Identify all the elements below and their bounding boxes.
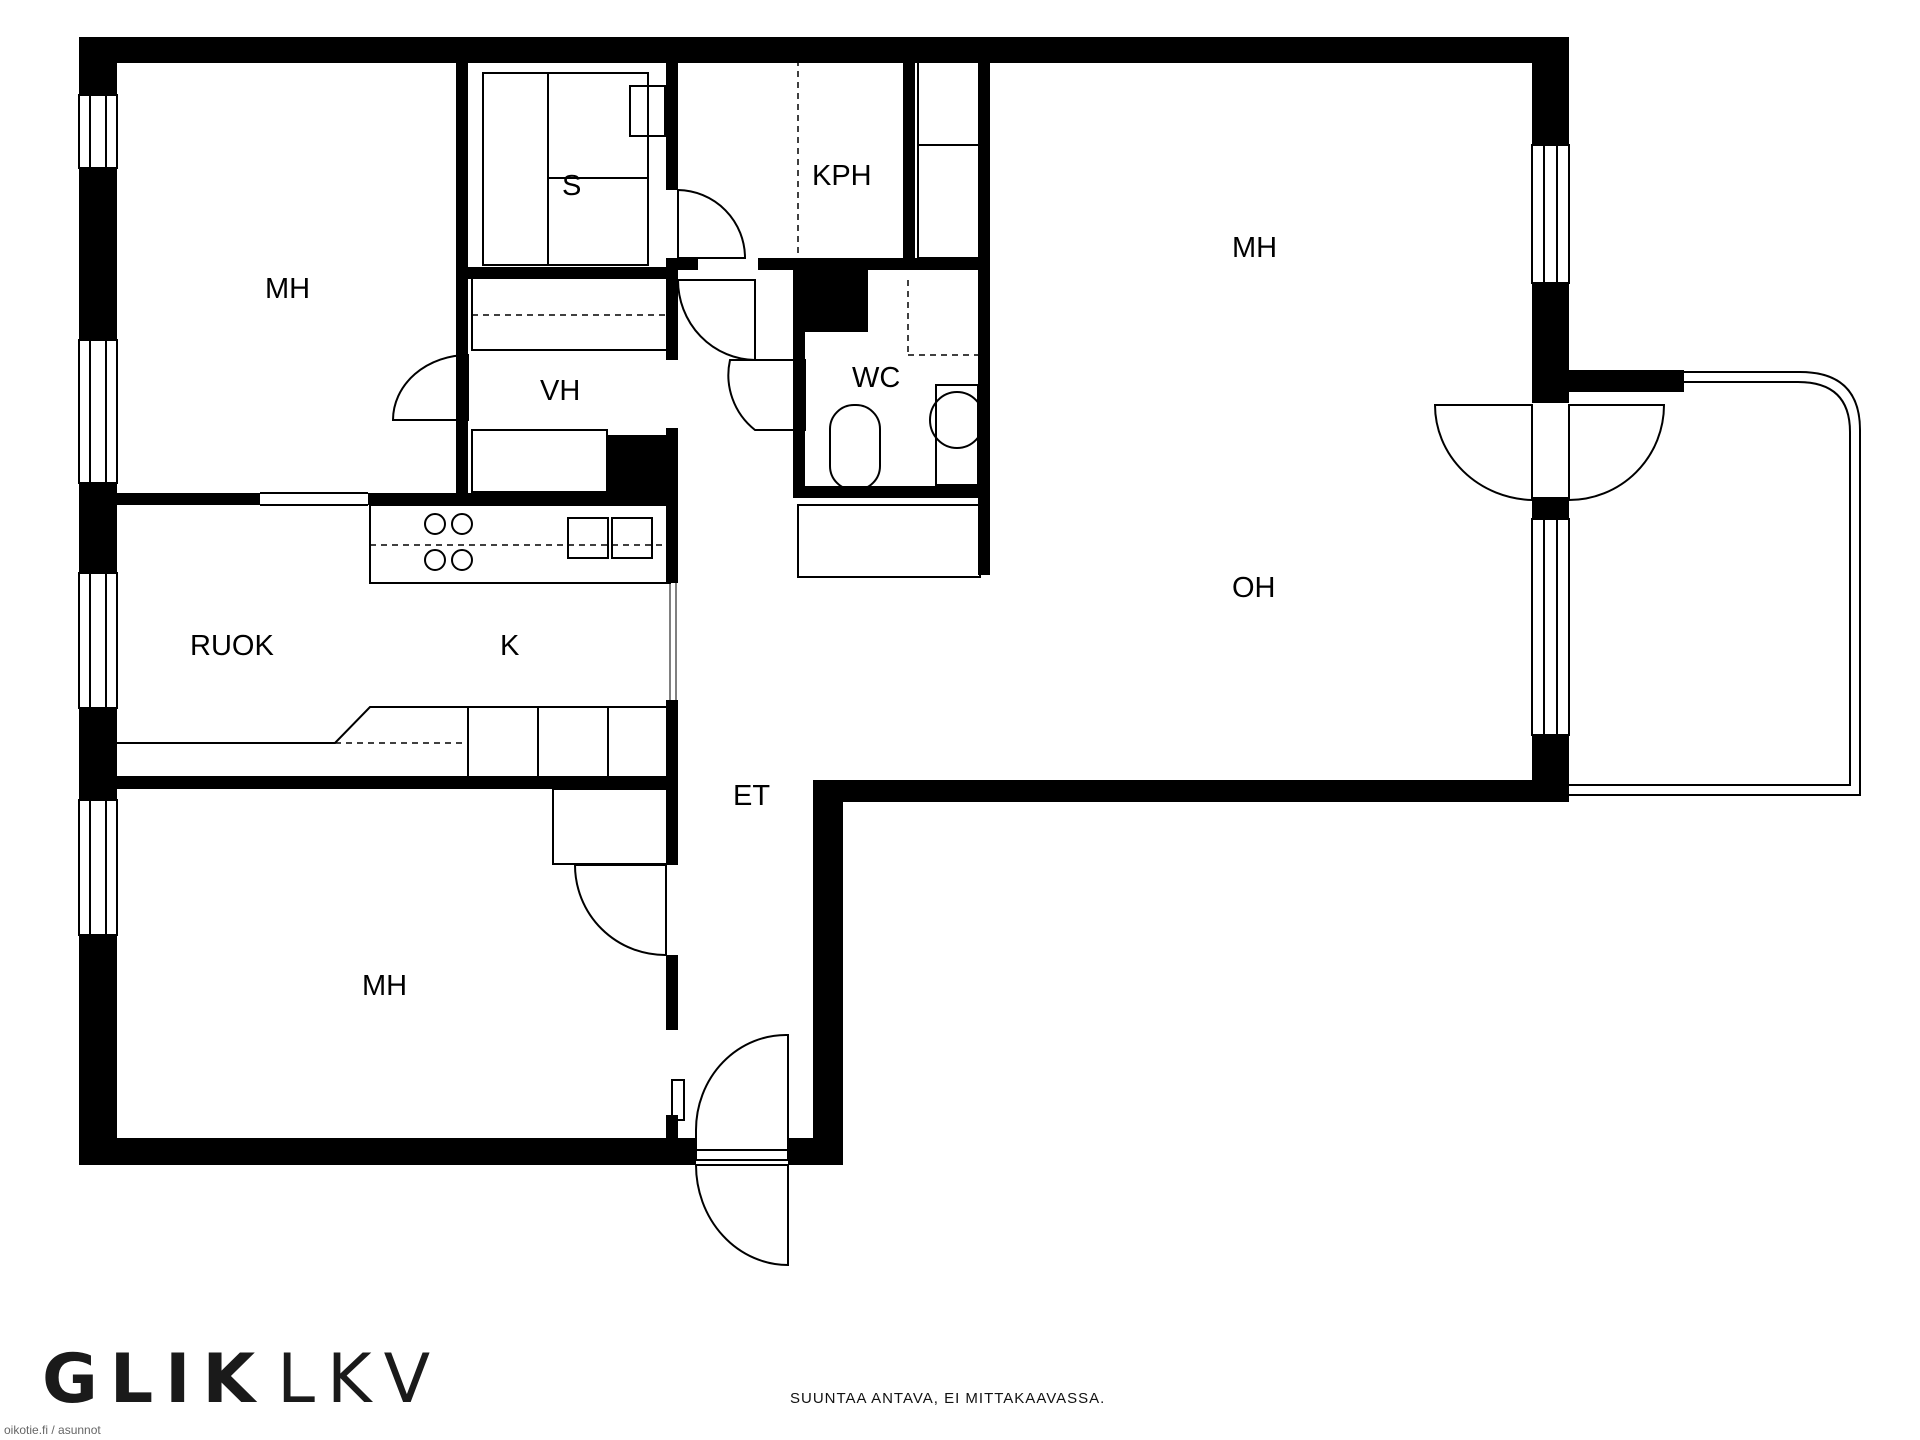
room-label-sauna: S [562, 170, 581, 202]
room-labels: MH S KPH MH VH WC OH RUOK K ET MH [190, 160, 1277, 1002]
scale-disclaimer: SUUNTAA ANTAVA, EI MITTAKAAVASSA. [790, 1390, 1106, 1407]
room-label-mh-top-left: MH [265, 273, 310, 305]
windows [78, 94, 1570, 936]
balcony [1569, 371, 1861, 796]
brand-logo-bold: GLIK [42, 1340, 268, 1419]
dashed-lines [335, 60, 980, 744]
room-label-mh-top-right: MH [1232, 232, 1277, 264]
room-label-ruok: RUOK [190, 630, 274, 662]
room-label-oh: OH [1232, 572, 1276, 604]
brand-logo-light: LKV [277, 1340, 443, 1419]
fixtures [117, 59, 985, 1121]
walls [79, 37, 1684, 1165]
room-label-kph: KPH [812, 160, 872, 192]
source-credit: oikotie.fi / asunnot [4, 1423, 101, 1437]
room-label-vh: VH [540, 375, 580, 407]
room-label-mh-bottom: MH [362, 970, 407, 1002]
room-label-wc: WC [852, 362, 900, 394]
room-label-k: K [500, 630, 520, 662]
doors [391, 188, 1666, 1267]
room-label-et: ET [733, 780, 770, 812]
